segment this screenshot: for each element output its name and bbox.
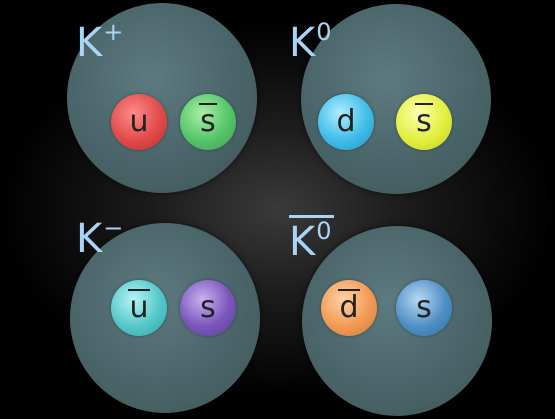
quark-letter: d [336, 104, 356, 139]
label-charge: + [103, 18, 124, 46]
label-symbol: K [289, 20, 316, 66]
meson-k-plus [67, 3, 257, 193]
quark-letter: s [199, 103, 217, 139]
quark-letter: u [128, 289, 150, 325]
label-symbol: K [76, 216, 103, 262]
quark-anti-strange: s [396, 94, 452, 150]
label-k-zero-bar: K0 [289, 215, 334, 265]
quark-letter: s [200, 290, 216, 325]
quark-down: d [318, 94, 374, 150]
quark-anti-down: d [321, 280, 377, 336]
label-symbol: K [76, 20, 103, 66]
label-symbol: K [289, 219, 316, 265]
quark-strange: s [396, 280, 452, 336]
quark-anti-strange: s [180, 94, 236, 150]
quark-letter: u [129, 104, 149, 139]
label-overbar-group: K0 [289, 215, 334, 265]
antiparticle-overbar [289, 215, 334, 218]
label-charge: 0 [316, 18, 332, 46]
quark-letter: d [338, 289, 360, 325]
label-k-zero: K0 [289, 20, 332, 66]
label-charge: − [103, 214, 124, 242]
quark-letter: s [415, 103, 433, 139]
quark-letter: s [416, 290, 432, 325]
label-k-plus: K+ [76, 20, 123, 66]
quark-anti-up: u [111, 280, 167, 336]
quark-strange: s [180, 280, 236, 336]
label-k-minus: K− [76, 216, 123, 262]
quark-up: u [111, 94, 167, 150]
label-charge: 0 [316, 217, 332, 245]
